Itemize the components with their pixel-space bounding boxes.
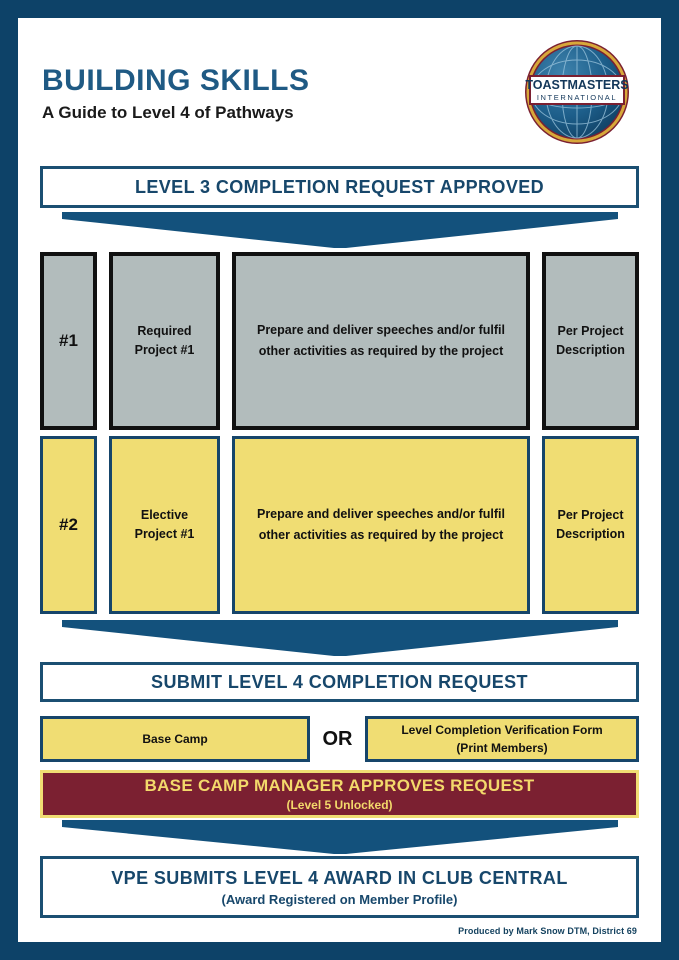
project-row-elective: #2 Elective Project #1 Prepare and deliv… (40, 436, 639, 614)
approval-subtitle: (Level 5 Unlocked) (286, 798, 393, 812)
header: BUILDING SKILLS A Guide to Level 4 of Pa… (18, 18, 661, 146)
page-title: BUILDING SKILLS (42, 64, 310, 97)
row2-description-cell: Prepare and deliver speeches and/or fulf… (232, 436, 530, 614)
or-separator: OR (310, 716, 365, 762)
chevron-arrow-down-3 (62, 818, 618, 861)
banner-vpe-title: VPE SUBMITS LEVEL 4 AWARD IN CLUB CENTRA… (111, 867, 568, 888)
row2-eval-line1: Per Project (557, 507, 624, 522)
page-subtitle: A Guide to Level 4 of Pathways (42, 103, 294, 122)
banner-submit-level4: SUBMIT LEVEL 4 COMPLETION REQUEST (40, 662, 639, 702)
submission-options-row: Base Camp OR Level Completion Verificati… (40, 716, 639, 762)
row1-description-cell: Prepare and deliver speeches and/or fulf… (232, 252, 530, 430)
row1-description: Prepare and deliver speeches and/or fulf… (257, 320, 505, 363)
row1-number-cell: #1 (40, 252, 97, 430)
row2-number-cell: #2 (40, 436, 97, 614)
logo-primary-text: TOASTMASTERS (525, 78, 628, 92)
option-form-line2: (Print Members) (456, 741, 548, 755)
row2-project-name: Elective Project #1 (135, 506, 195, 545)
toastmasters-logo-icon: TOASTMASTERS INTERNATIONAL (518, 38, 636, 146)
producer-credit: Produced by Mark Snow DTM, District 69 (458, 926, 637, 936)
logo-secondary-text: INTERNATIONAL (537, 93, 617, 102)
banner-submit-label: SUBMIT LEVEL 4 COMPLETION REQUEST (151, 671, 528, 692)
row2-number: #2 (59, 515, 78, 534)
banner-vpe-submits: VPE SUBMITS LEVEL 4 AWARD IN CLUB CENTRA… (40, 856, 639, 918)
row2-eval-line2: Description (556, 527, 625, 541)
row2-evaluation: Per Project Description (556, 506, 625, 545)
row1-number: #1 (59, 331, 78, 350)
row2-project-line1: Elective (140, 507, 189, 522)
banner-level3-approved: LEVEL 3 COMPLETION REQUEST APPROVED (40, 166, 639, 208)
row1-desc-line1: Prepare and deliver speeches and/or fulf… (256, 322, 505, 337)
chevron-arrow-down-1 (62, 210, 618, 255)
row1-desc-line2: other activities as required by the proj… (258, 344, 504, 358)
row1-evaluation: Per Project Description (556, 322, 625, 361)
chevron-arrow-down-2 (62, 618, 618, 663)
row1-project-cell: Required Project #1 (109, 252, 220, 430)
row2-desc-line2: other activities as required by the proj… (258, 528, 504, 542)
inner-white-frame: BUILDING SKILLS A Guide to Level 4 of Pa… (18, 18, 661, 942)
row1-project-line1: Required (137, 323, 192, 338)
approval-title: BASE CAMP MANAGER APPROVES REQUEST (144, 776, 535, 795)
option-verification-form[interactable]: Level Completion Verification Form (Prin… (365, 716, 639, 762)
row1-project-name: Required Project #1 (135, 322, 195, 361)
row1-evaluation-cell: Per Project Description (542, 252, 639, 430)
row2-description: Prepare and deliver speeches and/or fulf… (257, 504, 505, 547)
project-row-required: #1 Required Project #1 Prepare and deliv… (40, 252, 639, 430)
row2-evaluation-cell: Per Project Description (542, 436, 639, 614)
row2-project-cell: Elective Project #1 (109, 436, 220, 614)
row1-project-line2: Project #1 (134, 343, 195, 357)
option-base-camp[interactable]: Base Camp (40, 716, 310, 762)
row1-eval-line2: Description (556, 343, 625, 357)
banner-vpe-subtitle: (Award Registered on Member Profile) (221, 891, 458, 907)
option-base-camp-label: Base Camp (142, 732, 208, 746)
title-block: BUILDING SKILLS A Guide to Level 4 of Pa… (42, 64, 310, 122)
row2-project-line2: Project #1 (134, 527, 195, 541)
option-form-line1: Level Completion Verification Form (401, 723, 603, 737)
row1-eval-line1: Per Project (557, 323, 624, 338)
row2-desc-line1: Prepare and deliver speeches and/or fulf… (256, 506, 505, 521)
banner-level3-label: LEVEL 3 COMPLETION REQUEST APPROVED (134, 176, 545, 197)
base-camp-manager-approval-bar: BASE CAMP MANAGER APPROVES REQUEST (Leve… (40, 770, 639, 818)
